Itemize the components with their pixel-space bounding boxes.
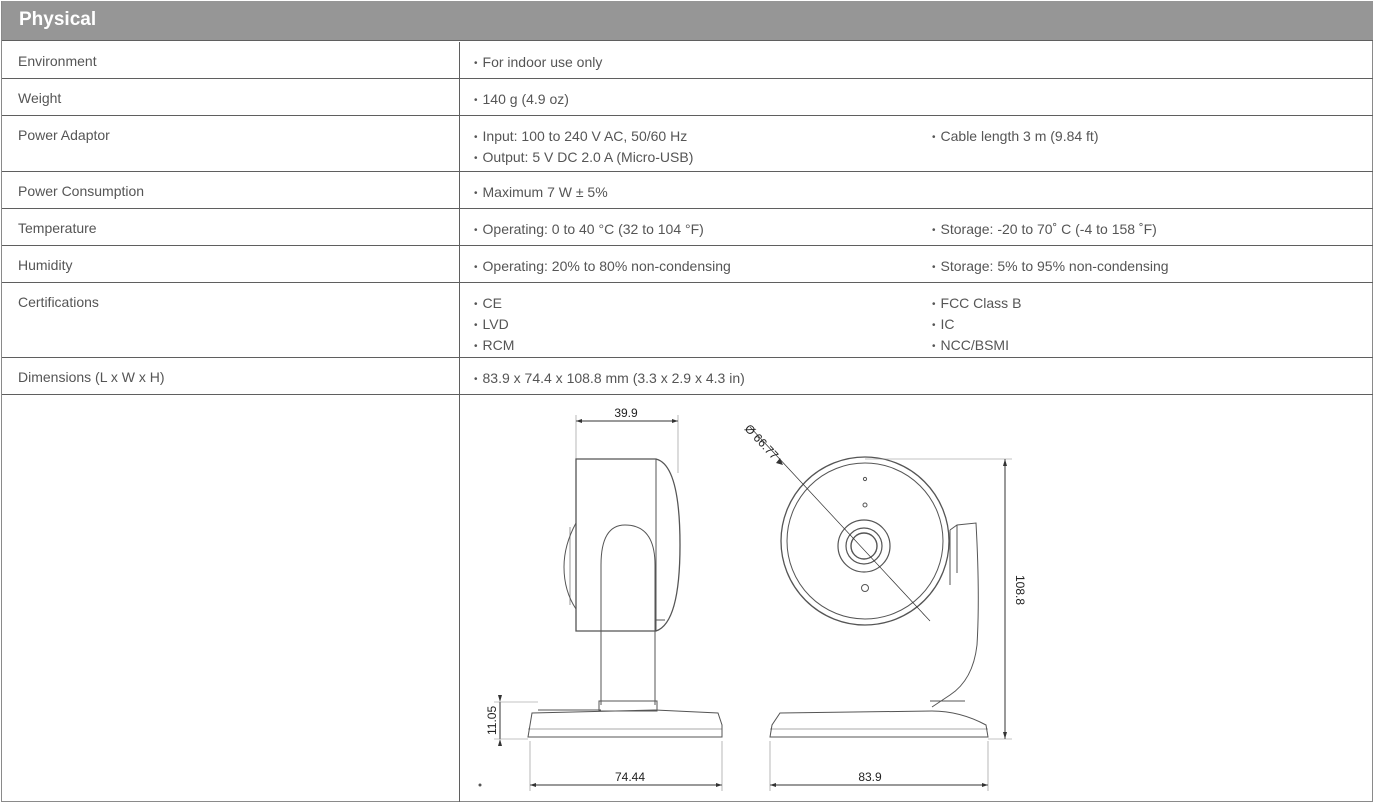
section-title: Physical — [19, 9, 97, 30]
row-label: Humidity — [18, 257, 73, 273]
row-values-secondary: Cable length 3 m (9.84 ft) — [932, 127, 1099, 148]
spec-row-power-consumption: Power Consumption Maximum 7 W ± 5% — [2, 172, 1373, 209]
spec-row-weight: Weight 140 g (4.9 oz) — [2, 79, 1373, 116]
value-item: Operating: 20% to 80% non-condensing — [474, 257, 731, 278]
row-values: 83.9 x 74.4 x 108.8 mm (3.3 x 2.9 x 4.3 … — [474, 369, 745, 390]
spec-row-temperature: Temperature Operating: 0 to 40 °C (32 to… — [2, 209, 1373, 246]
row-label: Weight — [18, 90, 62, 106]
dim-top-width-label: 39.9 — [614, 406, 638, 420]
value-item: NCC/BSMI — [932, 336, 1021, 357]
row-label: Environment — [18, 53, 97, 69]
row-values: Input: 100 to 240 V AC, 50/60 Hz Output:… — [474, 127, 694, 169]
row-values: Operating: 0 to 40 °C (32 to 104 °F) — [474, 220, 704, 241]
spec-row-humidity: Humidity Operating: 20% to 80% non-conde… — [2, 246, 1373, 283]
value-item: 140 g (4.9 oz) — [474, 90, 569, 111]
dim-base-height-label: 11.05 — [485, 706, 499, 735]
value-item: LVD — [474, 315, 514, 336]
row-values: Operating: 20% to 80% non-condensing — [474, 257, 731, 278]
row-values-secondary: FCC Class B IC NCC/BSMI — [932, 294, 1022, 357]
value-item: Storage: 5% to 95% non-condensing — [932, 257, 1169, 278]
dim-diameter-label: Ø 66.77 — [742, 421, 782, 462]
dim-height-label: 108.8 — [1013, 575, 1027, 605]
value-item: Storage: -20 to 70˚ C (-4 to 158 ˚F) — [932, 220, 1157, 241]
dim-side-base-label: 74.44 — [615, 770, 645, 784]
row-values-secondary: Storage: 5% to 95% non-condensing — [932, 257, 1169, 278]
section-header: Physical — [2, 1, 1373, 41]
value-item: CE — [474, 294, 514, 315]
row-label: Power Consumption — [18, 183, 145, 199]
spec-row-certifications: Certifications CE LVD RCM FCC Class B IC… — [2, 283, 1373, 358]
row-label: Dimensions (L x W x H) — [18, 369, 165, 385]
value-item: For indoor use only — [474, 53, 603, 74]
value-item: FCC Class B — [932, 294, 1022, 315]
row-values: CE LVD RCM — [474, 294, 515, 357]
row-values: For indoor use only — [474, 53, 603, 74]
value-item: 83.9 x 74.4 x 108.8 mm (3.3 x 2.9 x 4.3 … — [474, 369, 745, 390]
value-item: IC — [932, 315, 1021, 336]
value-item: Input: 100 to 240 V AC, 50/60 Hz — [474, 127, 693, 148]
value-item: Output: 5 V DC 2.0 A (Micro-USB) — [474, 148, 694, 169]
front-view-drawing — [749, 426, 1012, 791]
spec-row-environment: Environment For indoor use only — [2, 42, 1373, 79]
row-values-secondary: Storage: -20 to 70˚ C (-4 to 158 ˚F) — [932, 220, 1157, 241]
column-divider — [459, 42, 460, 802]
value-item: Maximum 7 W ± 5% — [474, 183, 608, 204]
camera-drawing-svg: 39.9 Ø 66.77 108.8 11.05 74.44 83.9 — [478, 406, 1027, 791]
row-values: 140 g (4.9 oz) — [474, 90, 569, 111]
value-item: Operating: 0 to 40 °C (32 to 104 °F) — [474, 220, 704, 241]
value-item: Cable length 3 m (9.84 ft) — [932, 127, 1099, 148]
value-item: RCM — [474, 336, 515, 357]
row-label: Temperature — [18, 220, 97, 236]
spec-row-dimensions: Dimensions (L x W x H) 83.9 x 74.4 x 108… — [2, 358, 1373, 395]
spec-row-power-adaptor: Power Adaptor Input: 100 to 240 V AC, 50… — [2, 116, 1373, 172]
row-label: Certifications — [18, 294, 99, 310]
side-view-drawing — [478, 415, 723, 791]
dimension-drawing: 39.9 Ø 66.77 108.8 11.05 74.44 83.9 — [460, 395, 1373, 801]
dim-front-base-label: 83.9 — [858, 770, 882, 784]
row-label: Power Adaptor — [18, 127, 110, 143]
row-values: Maximum 7 W ± 5% — [474, 183, 608, 204]
